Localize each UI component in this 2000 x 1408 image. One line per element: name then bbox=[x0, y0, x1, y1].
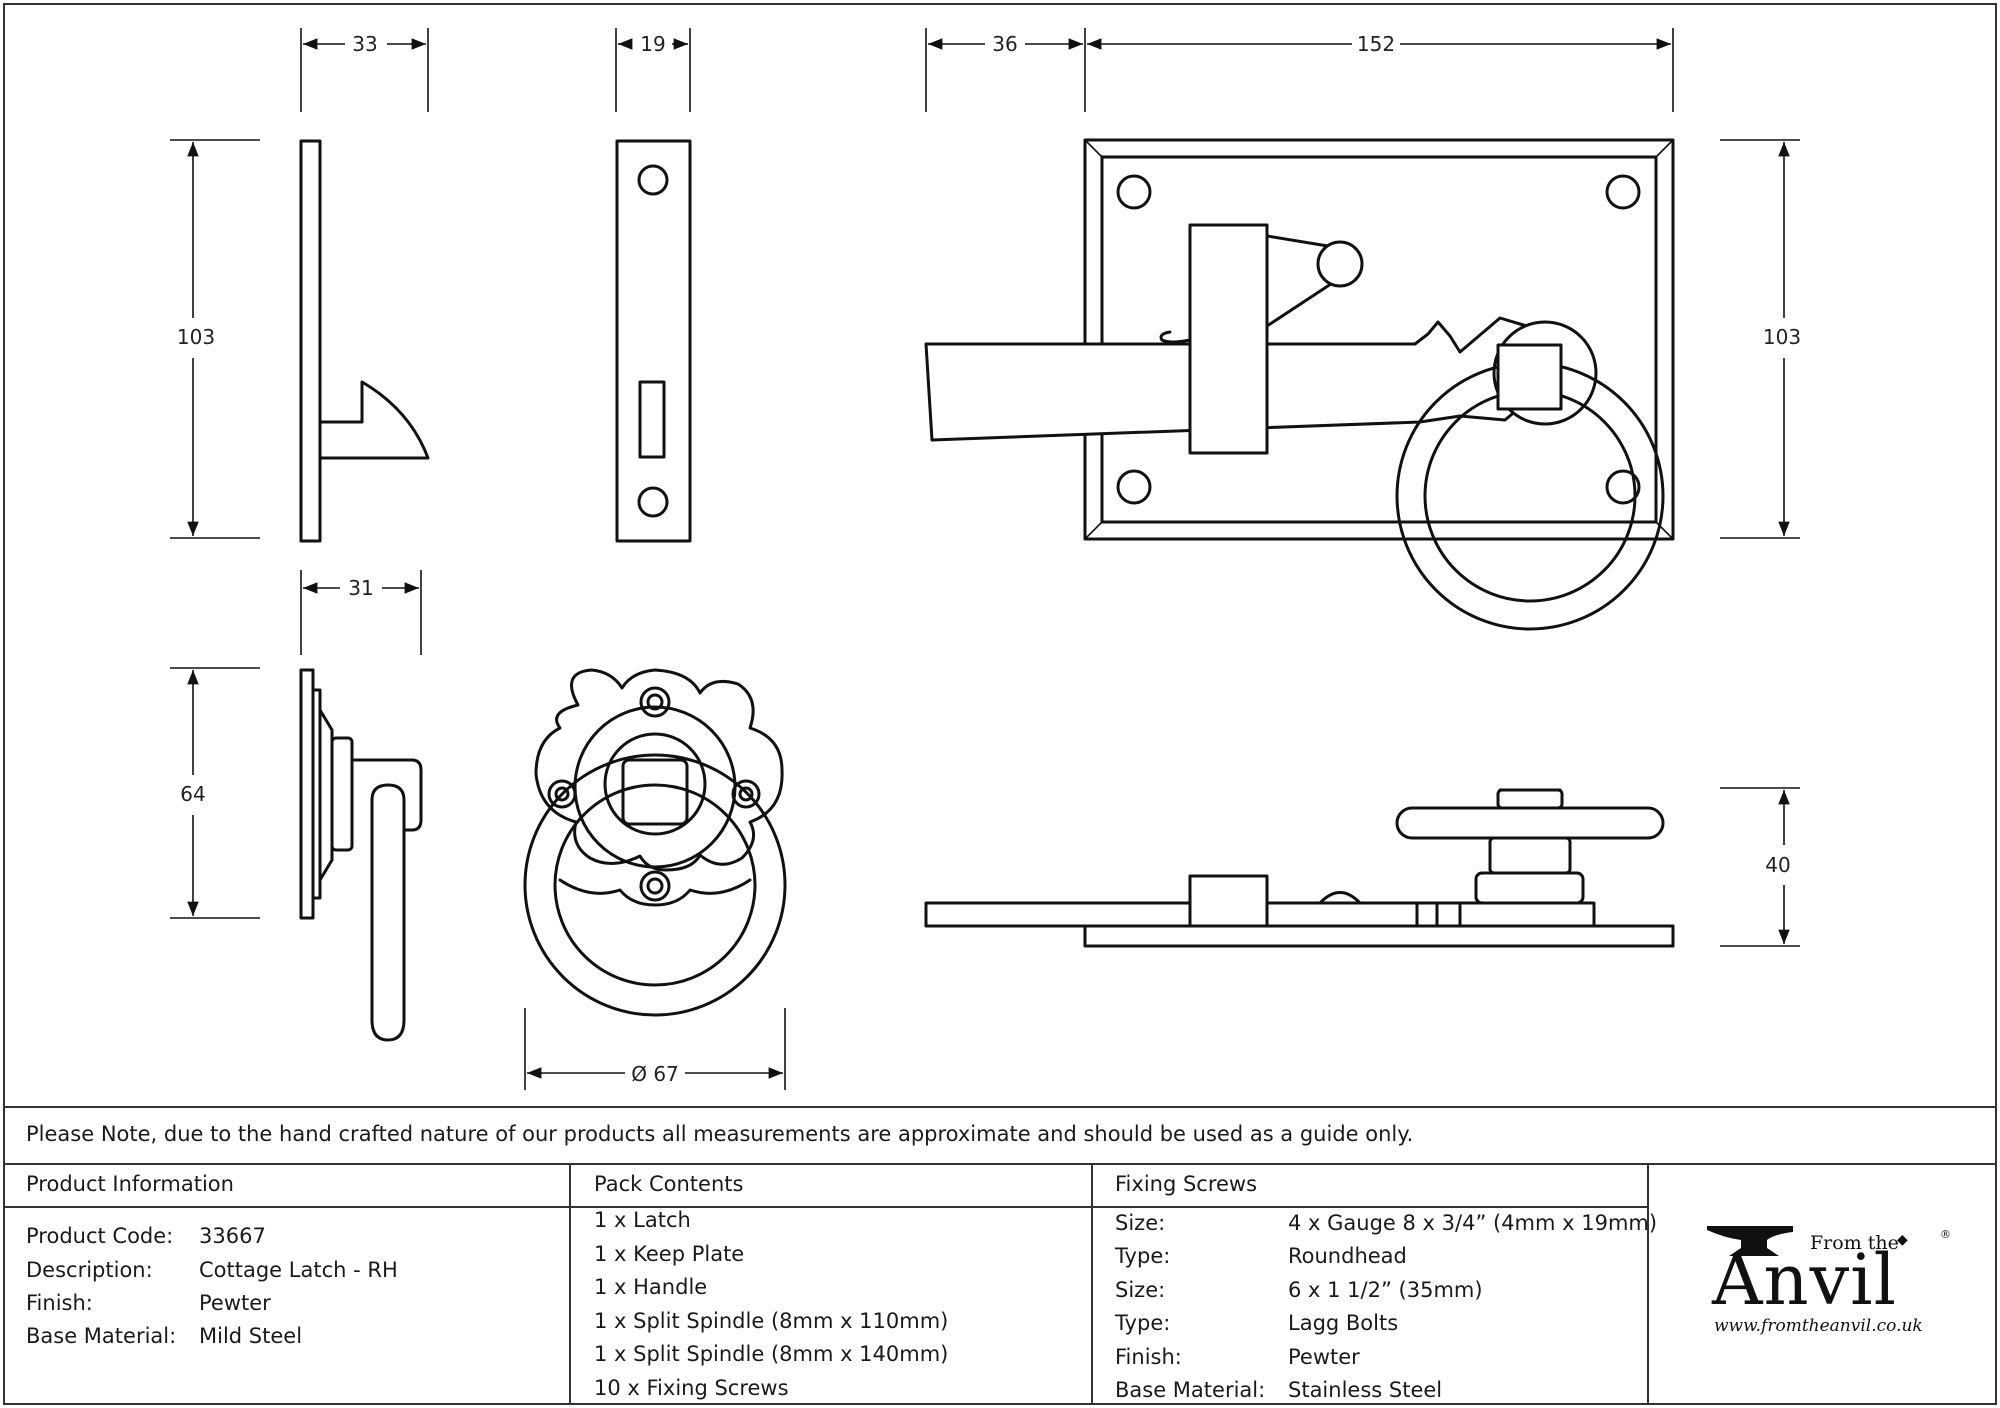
screw-label: Type: bbox=[1115, 1311, 1171, 1335]
screw-value: Pewter bbox=[1288, 1345, 1360, 1369]
screw-label: Base Material: bbox=[1115, 1378, 1266, 1402]
pack-item: 1 x Split Spindle (8mm x 140mm) bbox=[594, 1342, 949, 1366]
dimension-side-width: 33 bbox=[300, 28, 429, 112]
note-text: Please Note, due to the hand crafted nat… bbox=[26, 1122, 1414, 1146]
svg-text:36: 36 bbox=[992, 32, 1017, 56]
svg-text:19: 19 bbox=[640, 32, 665, 56]
dimension-depth: 40 bbox=[1720, 787, 1800, 947]
dimension-keep-width: 19 bbox=[615, 28, 691, 112]
latch-top-view bbox=[924, 788, 1675, 948]
keep-plate-front bbox=[615, 139, 692, 543]
dimension-ring-diameter: Ø 67 bbox=[524, 1008, 786, 1090]
dimension-side-height: 103 bbox=[170, 139, 260, 539]
svg-text:33: 33 bbox=[352, 32, 377, 56]
screw-value: Lagg Bolts bbox=[1288, 1311, 1399, 1335]
svg-text:103: 103 bbox=[177, 325, 215, 349]
latch-front-view bbox=[924, 138, 1675, 631]
drawing-sheet bbox=[3, 3, 1997, 1405]
product-info-header: Product Information bbox=[26, 1172, 234, 1196]
fixing-screws-header: Fixing Screws bbox=[1115, 1172, 1258, 1196]
divider-col3 bbox=[1647, 1163, 1649, 1405]
screw-value: Roundhead bbox=[1288, 1244, 1407, 1268]
logo-registered: ® bbox=[1940, 1228, 1951, 1241]
logo-from-the: From the bbox=[1810, 1232, 1899, 1254]
anvil-icon bbox=[1707, 1226, 1793, 1256]
base-material-label: Base Material: bbox=[26, 1324, 177, 1348]
pack-item: 1 x Keep Plate bbox=[594, 1242, 745, 1266]
description-label: Description: bbox=[26, 1258, 153, 1282]
base-material-value: Mild Steel bbox=[199, 1324, 303, 1348]
logo-name: Anvil bbox=[1712, 1239, 1897, 1321]
latch-side-view bbox=[299, 139, 430, 543]
svg-text:Ø 67: Ø 67 bbox=[631, 1062, 679, 1086]
pack-item: 1 x Latch bbox=[594, 1208, 691, 1232]
svg-text:40: 40 bbox=[1765, 853, 1790, 877]
screw-value: 4 x Gauge 8 x 3/4” (4mm x 19mm) bbox=[1288, 1211, 1658, 1235]
pack-item: 10 x Fixing Screws bbox=[594, 1376, 789, 1400]
screw-label: Finish: bbox=[1115, 1345, 1182, 1369]
dimension-plate-height: 103 bbox=[1720, 139, 1801, 539]
handle-front-view bbox=[523, 668, 787, 1017]
logo-diamond-icon: ◆ bbox=[1897, 1232, 1908, 1248]
dimension-offset: 36 bbox=[925, 28, 1086, 112]
finish-value: Pewter bbox=[199, 1291, 271, 1315]
divider-top bbox=[3, 1106, 1997, 1108]
technical-drawing: 33 103 19 36 152 bbox=[170, 28, 1801, 1090]
divider-note bbox=[3, 1163, 1997, 1165]
dimension-handle-side-width: 31 bbox=[300, 570, 422, 655]
finish-label: Finish: bbox=[26, 1291, 93, 1315]
svg-text:31: 31 bbox=[348, 576, 373, 600]
divider-headers bbox=[3, 1206, 1648, 1208]
pack-item: 1 x Split Spindle (8mm x 110mm) bbox=[594, 1309, 949, 1333]
dimension-plate-width: 152 bbox=[1087, 28, 1674, 112]
screw-label: Size: bbox=[1115, 1211, 1166, 1235]
divider-col1 bbox=[569, 1163, 571, 1405]
product-code-label: Product Code: bbox=[26, 1224, 174, 1248]
logo-url: www.fromtheanvil.co.uk bbox=[1714, 1316, 1923, 1336]
screw-label: Type: bbox=[1115, 1244, 1171, 1268]
divider-col2 bbox=[1091, 1163, 1093, 1405]
pack-item: 1 x Handle bbox=[594, 1275, 708, 1299]
screw-label: Size: bbox=[1115, 1278, 1166, 1302]
dimension-handle-height: 64 bbox=[170, 667, 260, 919]
screw-value: 6 x 1 1/2” (35mm) bbox=[1288, 1278, 1483, 1302]
svg-text:64: 64 bbox=[180, 782, 205, 806]
pack-contents-header: Pack Contents bbox=[594, 1172, 744, 1196]
handle-side-view bbox=[299, 668, 423, 1042]
description-value: Cottage Latch - RH bbox=[199, 1258, 398, 1282]
svg-text:103: 103 bbox=[1763, 325, 1801, 349]
screw-value: Stainless Steel bbox=[1288, 1378, 1443, 1402]
svg-text:152: 152 bbox=[1357, 32, 1395, 56]
product-code-value: 33667 bbox=[199, 1224, 266, 1248]
